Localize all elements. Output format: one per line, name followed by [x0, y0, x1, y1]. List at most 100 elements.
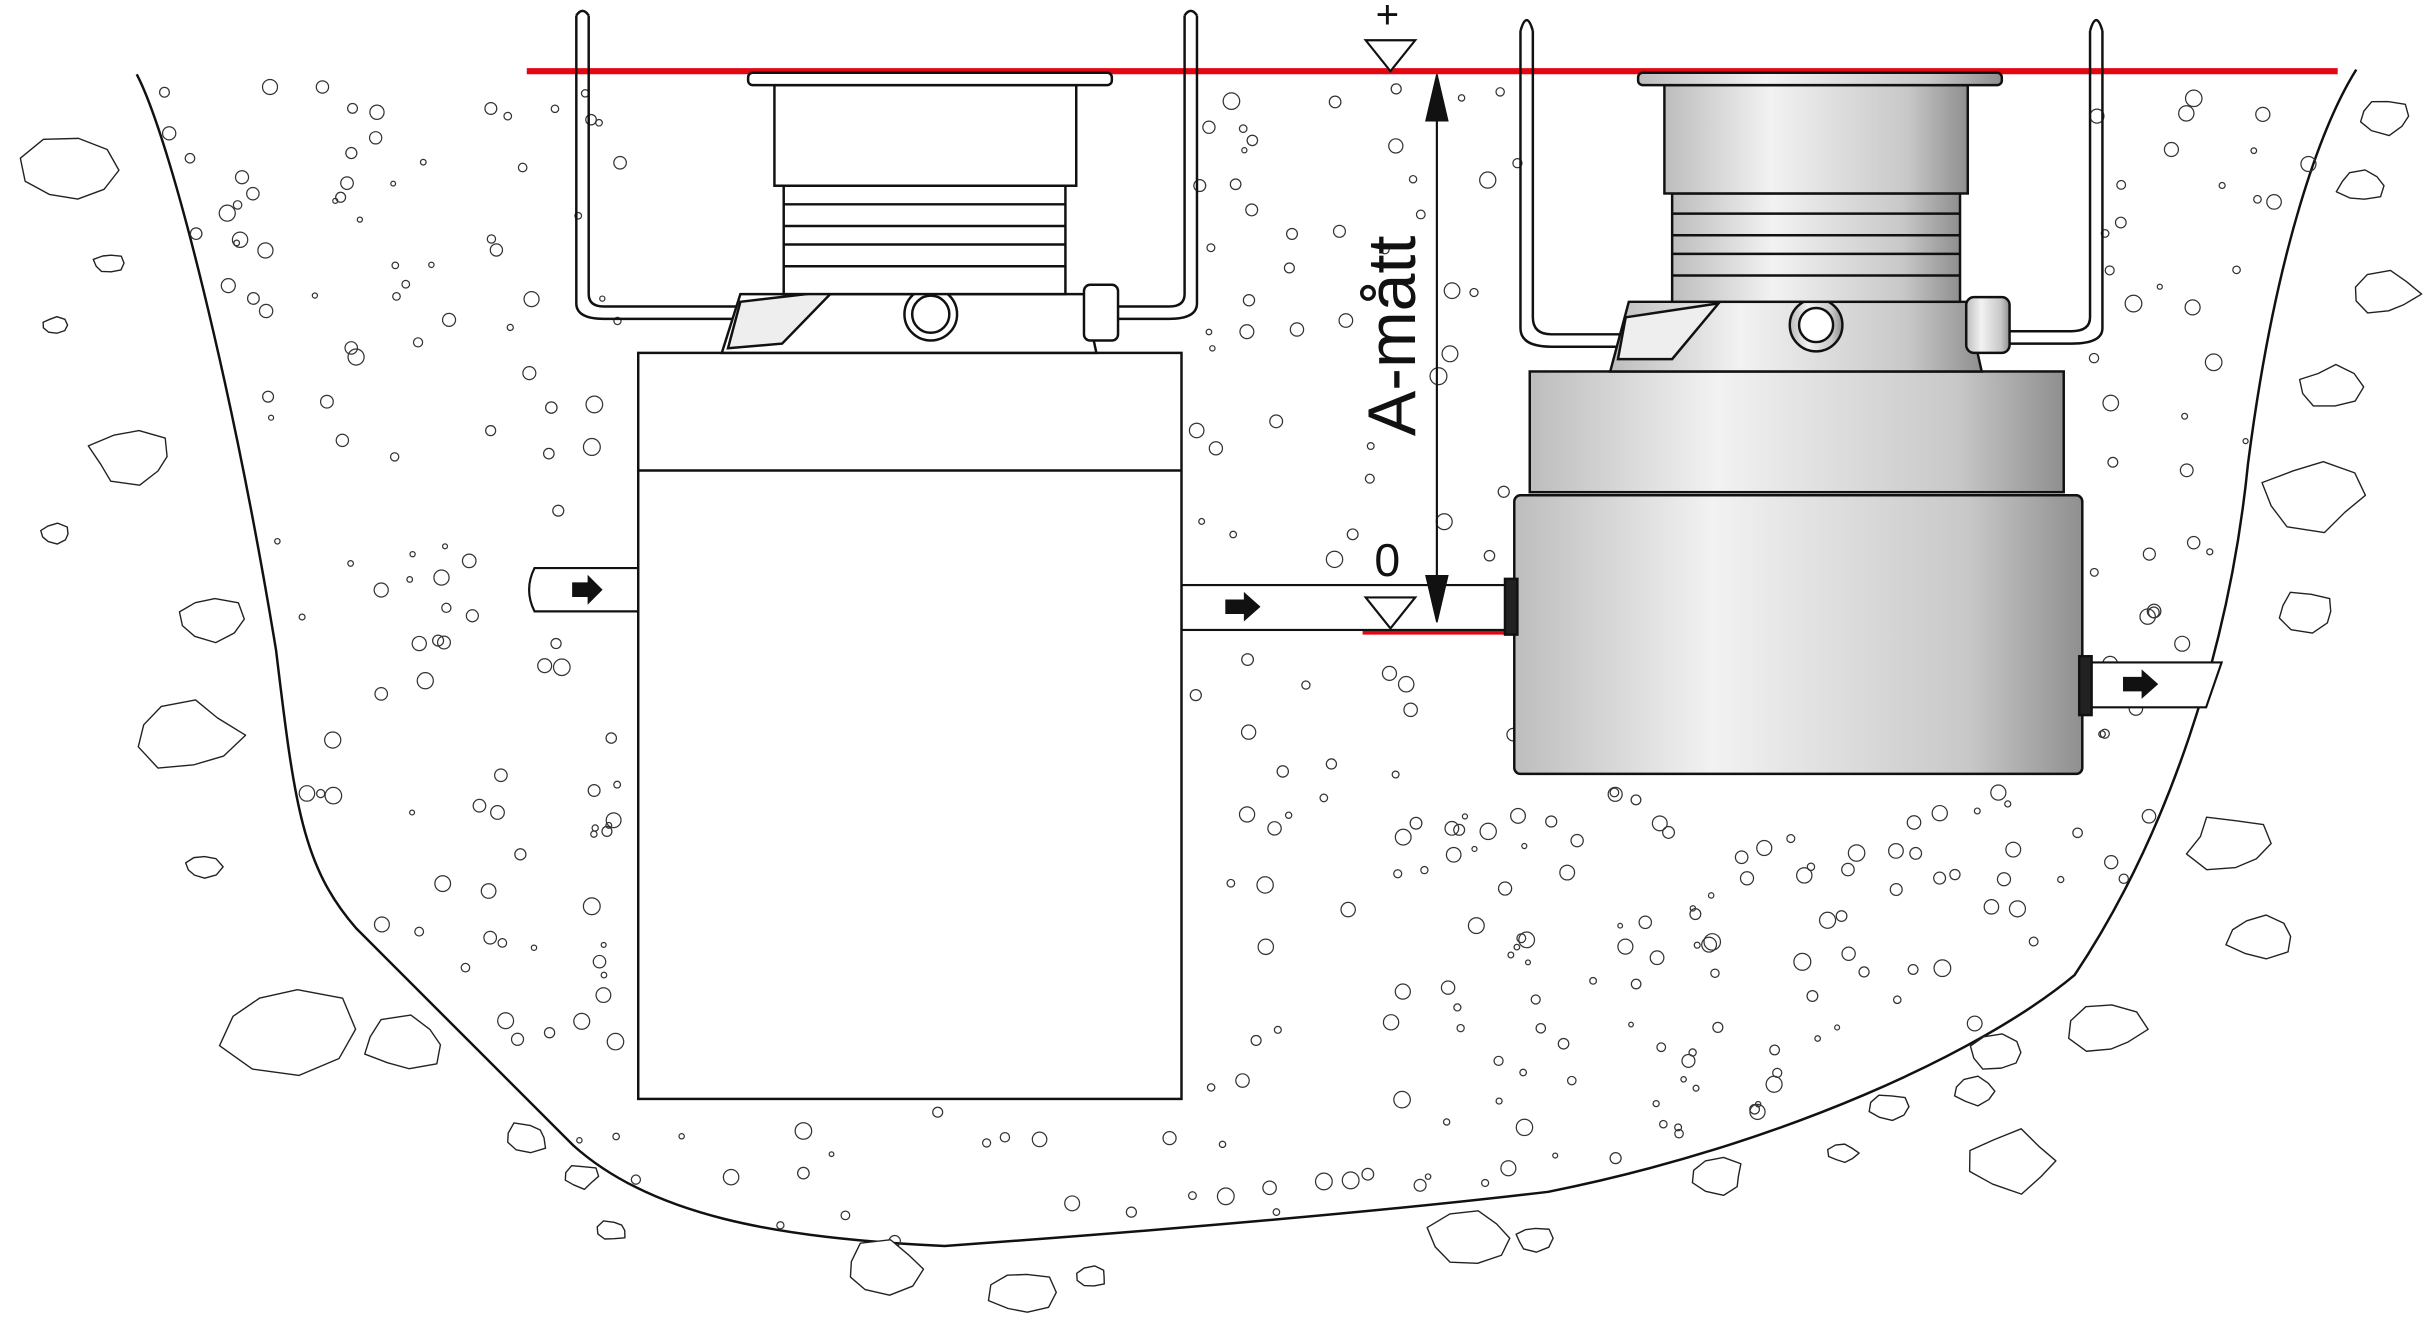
gravel-stone — [1325, 550, 1344, 569]
gravel-stone — [1202, 120, 1216, 134]
gravel-stone — [582, 897, 601, 916]
gravel-stone — [1241, 147, 1248, 154]
gravel-stone — [1480, 1178, 1490, 1188]
gravel-stone — [2124, 294, 2143, 313]
gravel-stone — [2232, 265, 2241, 275]
flow-arrow-icon — [572, 574, 603, 605]
gravel-stone — [1218, 1140, 1227, 1149]
gravel-stone — [587, 783, 601, 798]
gravel-stone — [1557, 1037, 1570, 1050]
gravel-stone — [373, 582, 389, 598]
rock — [2225, 914, 2292, 960]
left-tank — [575, 9, 1199, 1101]
gravel-stone — [1570, 833, 1584, 848]
rock — [40, 522, 69, 545]
gravel-stone — [1500, 1160, 1517, 1177]
gravel-stone — [2005, 841, 2022, 858]
gravel-stone — [552, 658, 571, 677]
gravel-stone — [2102, 394, 2120, 412]
gravel-stone — [1332, 224, 1347, 238]
gravel-stone — [1638, 915, 1653, 930]
gravel-stone — [1442, 1118, 1451, 1126]
gravel-stone — [1379, 244, 1390, 255]
gravel-stone — [599, 295, 606, 302]
gravel-stone — [2179, 463, 2194, 478]
gravel-stone — [1674, 1128, 1684, 1139]
rock — [184, 855, 224, 879]
gravel-stone — [1630, 978, 1642, 990]
gravel-stone — [2142, 547, 2156, 561]
gravel-stone — [1272, 1208, 1281, 1216]
gravel-stone — [1314, 1172, 1333, 1191]
rock — [19, 137, 120, 200]
gravel-stone — [390, 180, 397, 187]
gravel-stone — [2250, 147, 2258, 155]
rock — [42, 315, 69, 334]
rock — [1968, 1128, 2057, 1195]
gravel-stone — [316, 788, 326, 799]
gravel-stone — [1443, 282, 1461, 300]
gravel-stone — [324, 786, 343, 805]
gravel-stone — [1420, 865, 1429, 875]
gravel-stone — [1276, 765, 1290, 778]
rock — [2298, 363, 2365, 407]
gravel-stone — [369, 104, 385, 120]
gravel-stone — [544, 401, 558, 414]
gravel-stone — [613, 780, 622, 789]
gravel-stone — [2099, 728, 2110, 739]
gravel-stone — [1949, 868, 1961, 881]
gravel-stone — [246, 292, 260, 305]
gravel-stone — [497, 1012, 515, 1030]
gravel-stone — [1206, 243, 1216, 253]
gravel-stone — [2186, 535, 2201, 550]
rock — [596, 1220, 626, 1240]
gravel-stone — [1659, 1119, 1668, 1129]
gravel-stone — [1479, 171, 1497, 189]
gravel-stone — [465, 609, 479, 623]
gravel-stone — [1382, 1014, 1400, 1031]
gravel-stone — [1892, 995, 1902, 1005]
gravel-stone — [1515, 1118, 1534, 1137]
gravel-stone — [347, 102, 359, 114]
gravel-stone — [1497, 485, 1510, 498]
rock — [1953, 1075, 1996, 1107]
gravel-stone — [1681, 1053, 1696, 1068]
gravel-stone — [1497, 881, 1513, 896]
rock — [564, 1164, 600, 1191]
gravel-stone — [1589, 976, 1598, 985]
gravel-stone — [347, 348, 365, 366]
gravel-stone — [1391, 770, 1400, 779]
gravel-stone — [1189, 688, 1202, 702]
gravel-stone — [1257, 938, 1275, 956]
gravel-stone — [1483, 549, 1496, 562]
gravel-stone — [1424, 1173, 1432, 1180]
dimension-arrow — [1425, 74, 1449, 623]
gravel-stone — [1445, 846, 1462, 863]
rock — [2278, 591, 2332, 634]
gravel-stone — [490, 805, 505, 820]
gravel-stone — [419, 158, 427, 166]
gravel-stone — [1535, 1022, 1547, 1034]
gravel-stone — [1888, 842, 1904, 859]
gravel-stone — [1284, 811, 1293, 819]
gravel-stone — [2147, 606, 2160, 619]
gravel-stone — [595, 987, 612, 1004]
rock — [87, 429, 168, 486]
gravel-stone — [585, 113, 597, 126]
gravel-stone — [2008, 900, 2027, 918]
gravel-stone — [1793, 952, 1812, 971]
gravel-stone — [233, 239, 241, 247]
gravel-stone — [261, 78, 279, 96]
gravel-stone — [2089, 567, 2099, 577]
gravel-stone — [1628, 1021, 1634, 1028]
gravel-stone — [1031, 1131, 1048, 1148]
gravel-stone — [485, 425, 497, 437]
gravel-stone — [1429, 367, 1448, 386]
gravel-stone — [1340, 901, 1356, 918]
gravel-stone — [582, 437, 601, 457]
gravel-stone — [345, 146, 358, 160]
gravel-stone — [1518, 931, 1536, 949]
gravel-stone — [1652, 1099, 1660, 1108]
gravel-stone — [246, 186, 260, 201]
gravel-stone — [1530, 994, 1541, 1005]
